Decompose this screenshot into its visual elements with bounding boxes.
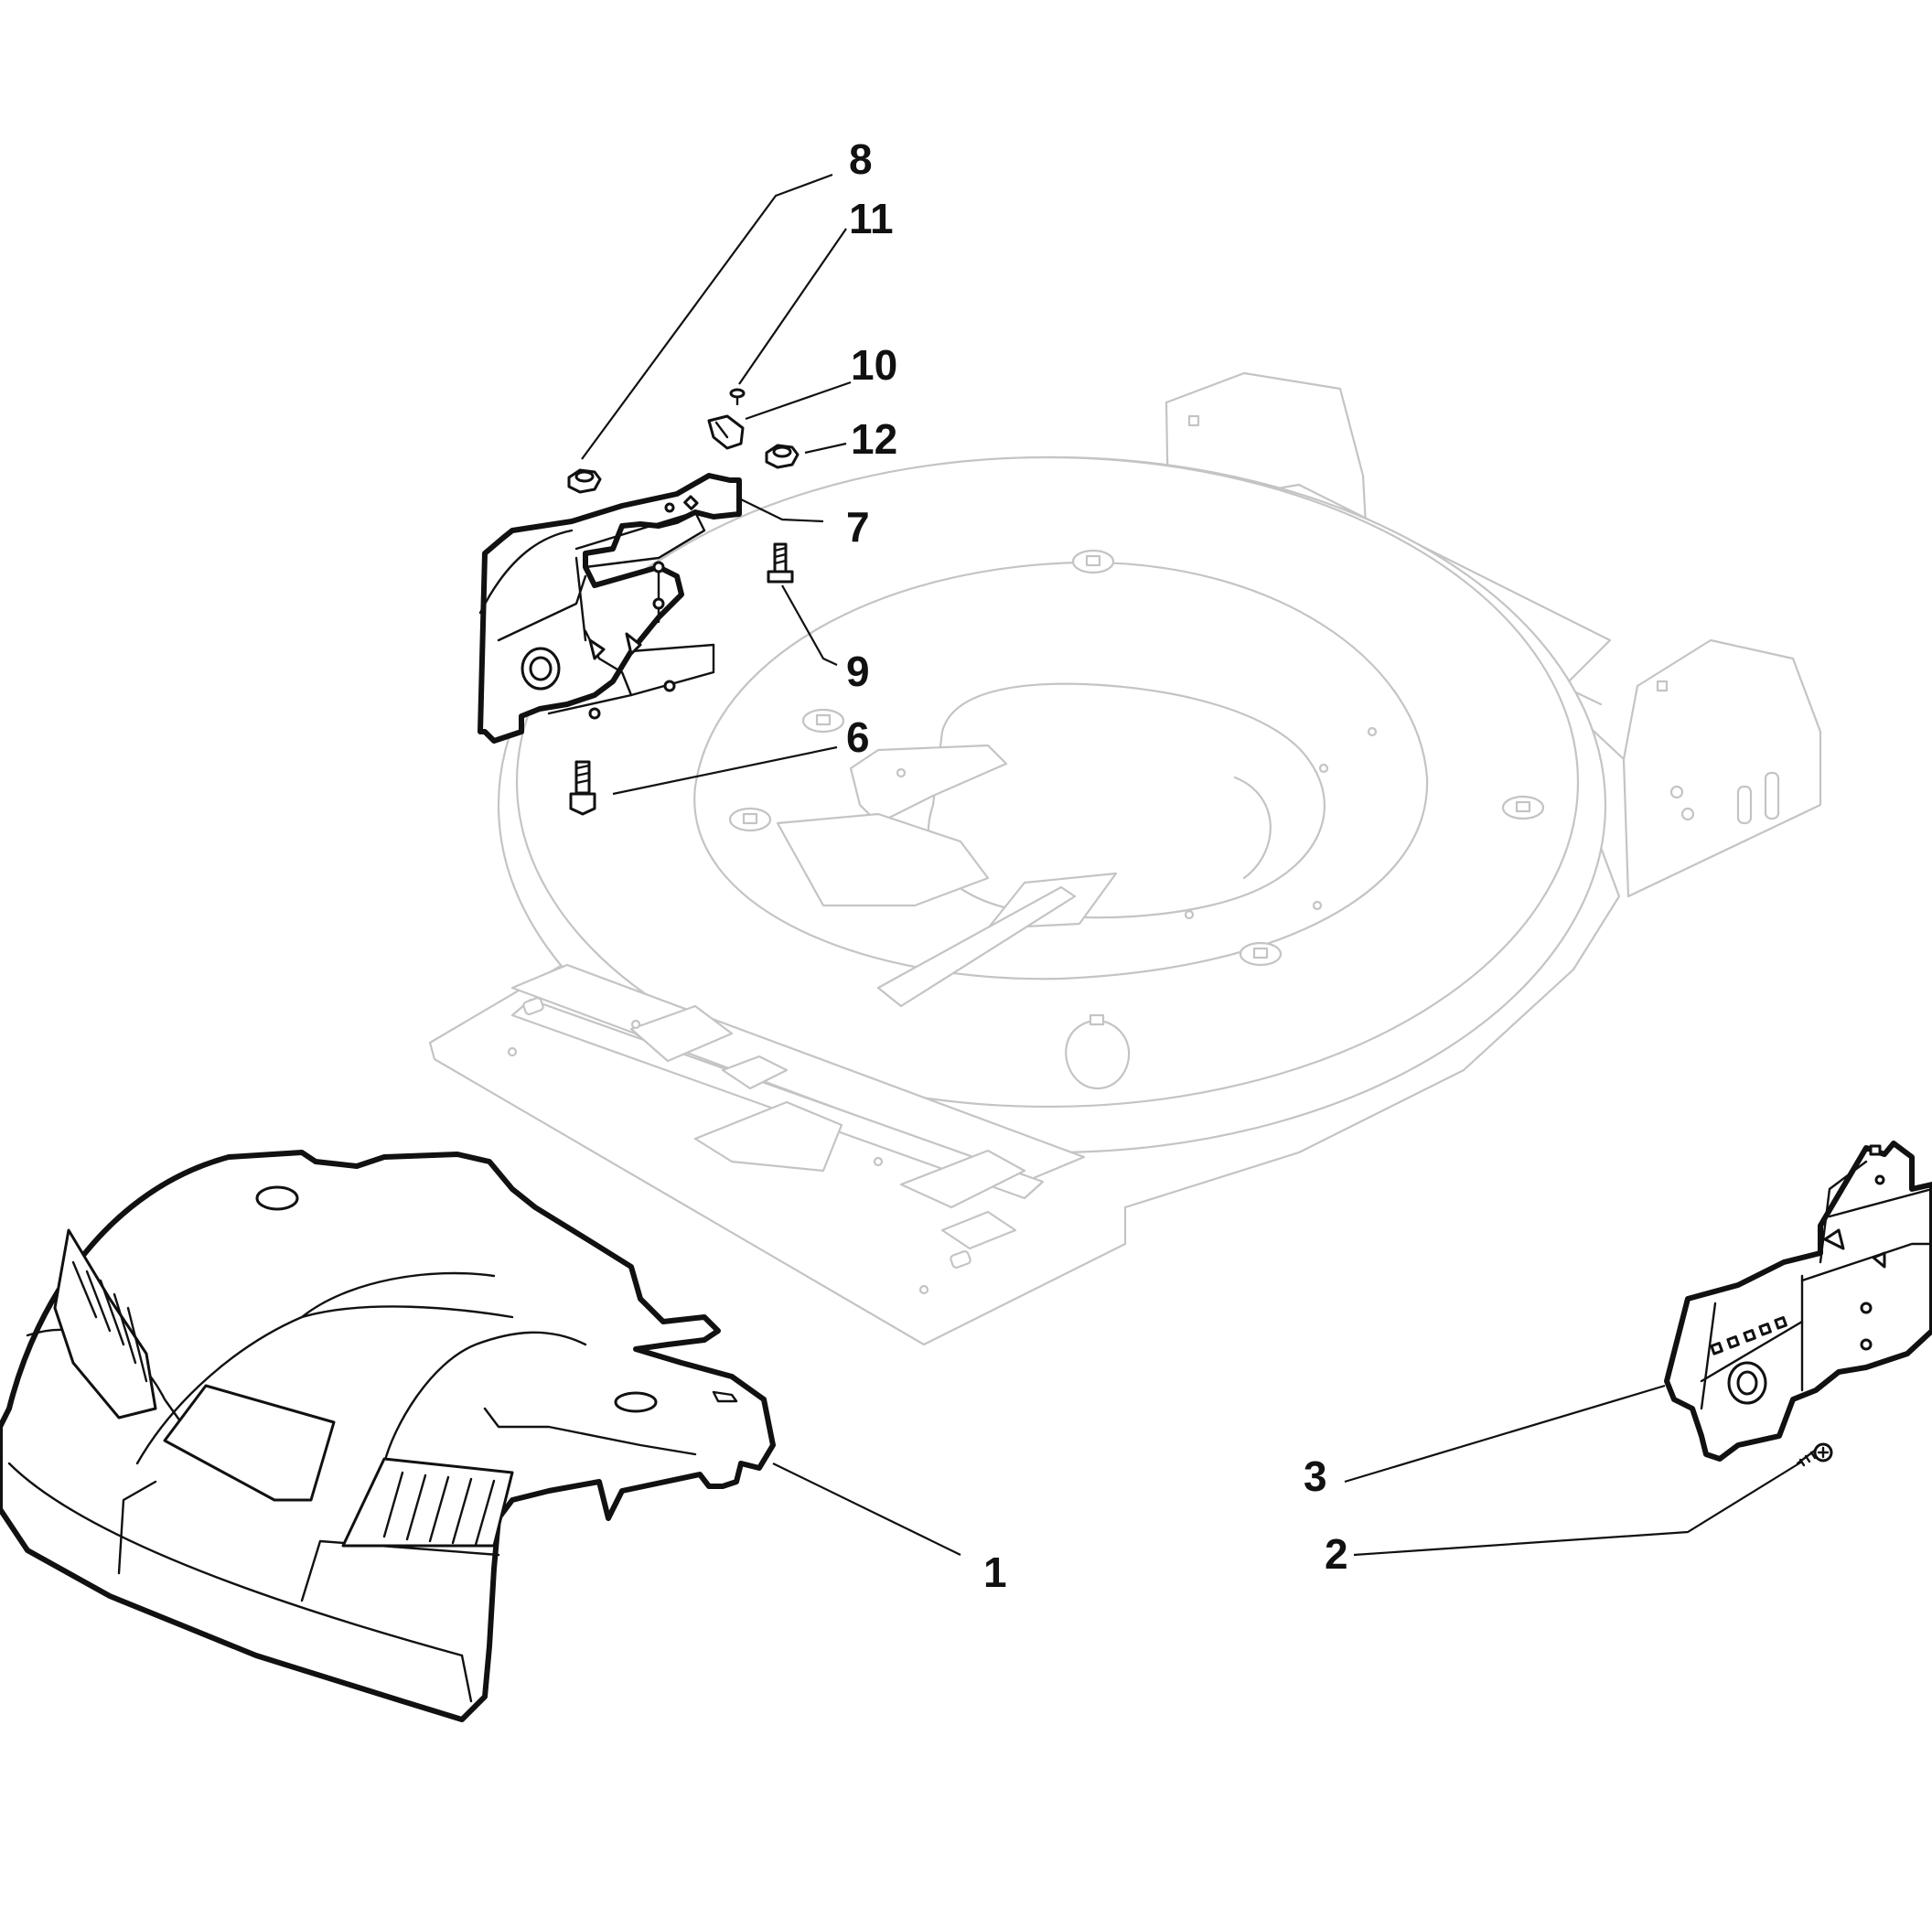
cover-name-plate xyxy=(163,1384,336,1502)
mower-deck-ghost xyxy=(428,371,1822,1346)
screw-part-2 xyxy=(1796,1442,1833,1467)
callout-labels: 8 11 10 12 7 9 6 1 3 2 xyxy=(846,135,1348,1596)
callout-7: 7 xyxy=(846,503,870,551)
height-bracket-part-3 xyxy=(1664,1141,1932,1462)
screw-part-11 xyxy=(729,388,746,406)
cover-opening-left xyxy=(255,1185,299,1211)
cover-opening-right xyxy=(614,1391,658,1413)
clip-part-10 xyxy=(707,414,745,450)
callout-6: 6 xyxy=(846,713,870,761)
bolt-part-9 xyxy=(767,542,794,584)
callout-12: 12 xyxy=(851,415,897,463)
bolt-part-6 xyxy=(569,760,596,816)
right-air-grille xyxy=(341,1457,514,1548)
left-air-grille xyxy=(53,1228,157,1420)
nut-part-12 xyxy=(765,444,800,469)
callout-10: 10 xyxy=(851,341,897,389)
deck-bolt-markers xyxy=(728,549,1545,1090)
bracket-3-height-markers xyxy=(1710,1316,1787,1355)
callout-1: 1 xyxy=(983,1548,1007,1596)
nut-part-8 xyxy=(567,468,602,494)
callout-9: 9 xyxy=(846,648,870,695)
callout-11: 11 xyxy=(849,195,894,242)
callout-3: 3 xyxy=(1304,1452,1327,1500)
leader-lines xyxy=(581,173,1803,1557)
front-cover-part-1 xyxy=(0,1150,776,1722)
height-bracket-part-7 xyxy=(478,473,742,744)
callout-2: 2 xyxy=(1325,1530,1348,1578)
callout-8: 8 xyxy=(849,135,873,183)
